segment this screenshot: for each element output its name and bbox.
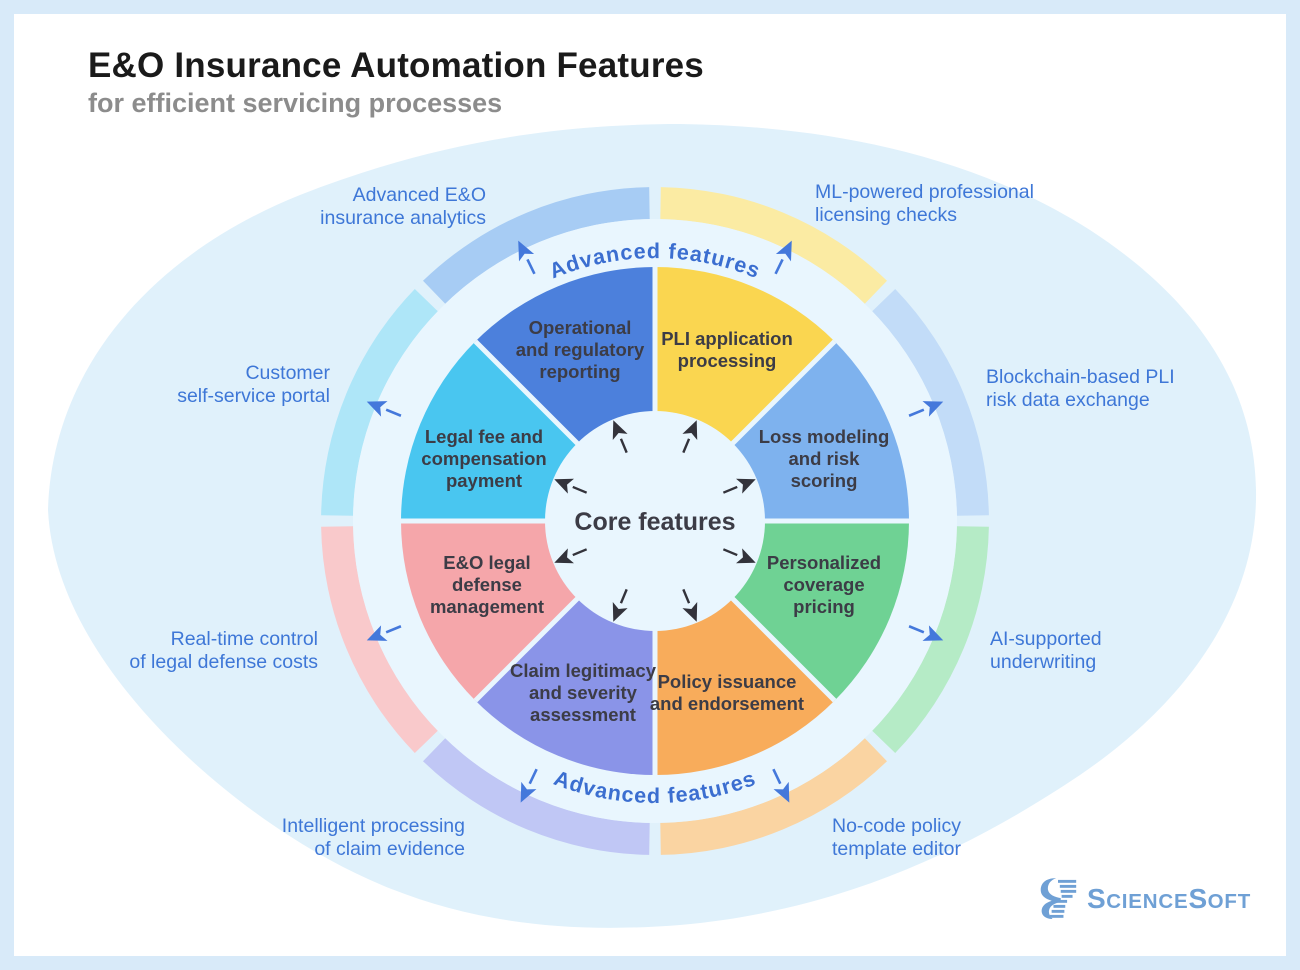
outer-ring-segment [321,289,438,516]
outer-ring-segment [423,187,650,304]
core-label: Core features [574,508,735,536]
outer-ring-segment [660,738,887,855]
advanced-ring [321,187,989,855]
outer-ring-segment [872,526,989,753]
sciencesoft-logo-icon [1040,878,1077,919]
sciencesoft-logo-text: ScienceSoft [1087,883,1252,914]
core-wheel [401,267,909,775]
outer-ring-segment [423,738,650,855]
page-title: E&O Insurance Automation Features [88,46,704,85]
sciencesoft-logo: ScienceSoft [1038,876,1251,922]
core-circle [545,411,765,631]
outer-ring-segment [321,526,438,753]
outer-ring-segment [660,187,887,304]
page-subtitle: for efficient servicing processes [88,88,503,118]
outer-ring-segment [872,289,989,516]
